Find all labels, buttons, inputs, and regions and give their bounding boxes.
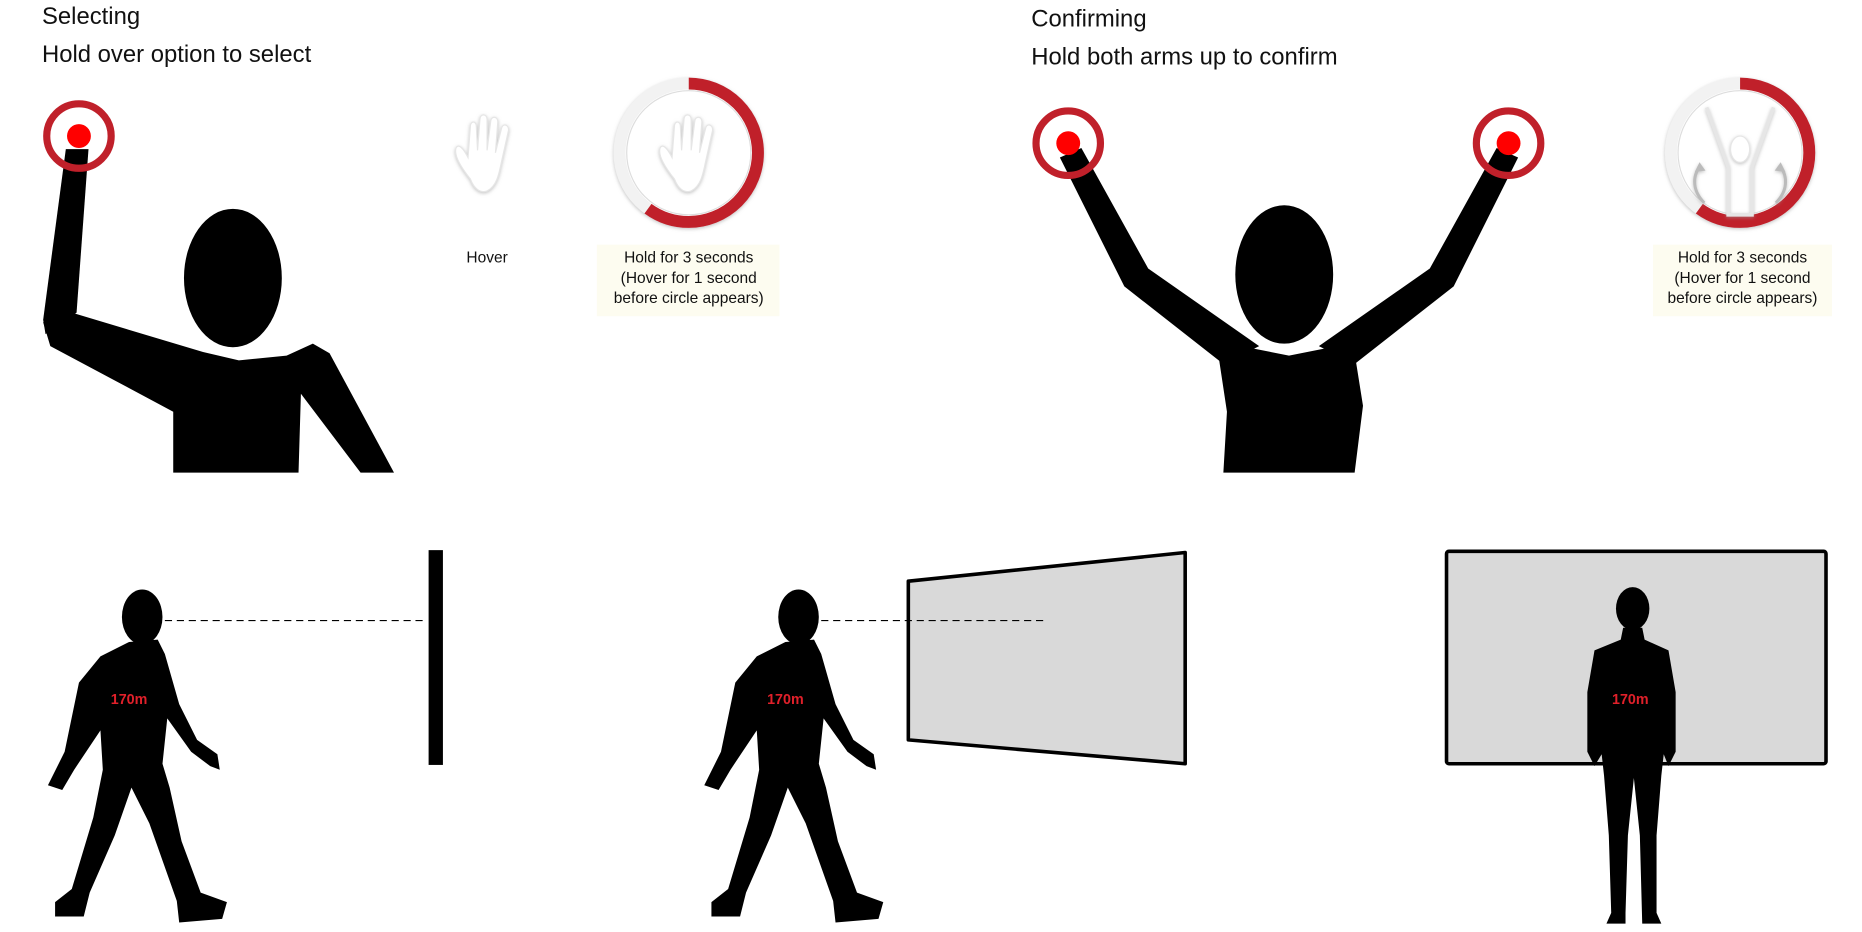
walking-person-1 [47,589,227,923]
confirming-figure [1059,147,1519,473]
screen-side-view [428,550,443,765]
selecting-caption-box [596,244,780,317]
arms-up-icon [1693,106,1787,217]
left-hand-target [1032,107,1105,180]
confirming-progress-ring [1664,77,1816,228]
confirming-subtitle: Hold both arms up to confirm [1031,43,1337,70]
walking-person-2 [704,589,884,923]
right-hand-target [1472,107,1545,180]
height-label-2: 170m [767,692,804,708]
hand-hover-icon [454,114,510,193]
hand-cursor-dot [67,124,91,148]
selecting-caption-line-2: (Hover for 1 second [621,270,757,287]
confirming-caption-line-1: Hold for 3 seconds [1678,250,1807,267]
screen-perspective-view [906,550,1187,766]
selecting-progress-ring [613,77,764,228]
selecting-subtitle: Hold over option to select [42,41,312,68]
hover-label: Hover [466,250,507,267]
confirming-caption-box [1652,244,1832,317]
selecting-caption-line-1: Hold for 3 seconds [624,250,753,267]
standing-person [1587,587,1676,924]
selecting-figure [43,149,394,473]
height-label-3: 170m [1612,692,1649,708]
confirming-title: Confirming [1031,5,1146,32]
hand-cursor-target [43,100,115,172]
selecting-caption-line-3: before circle appears) [614,290,764,307]
confirming-caption-line-3: before circle appears) [1668,290,1818,307]
height-label-1: 170m [111,692,148,708]
confirming-caption-line-2: (Hover for 1 second [1674,270,1810,287]
selecting-title: Selecting [42,3,140,30]
